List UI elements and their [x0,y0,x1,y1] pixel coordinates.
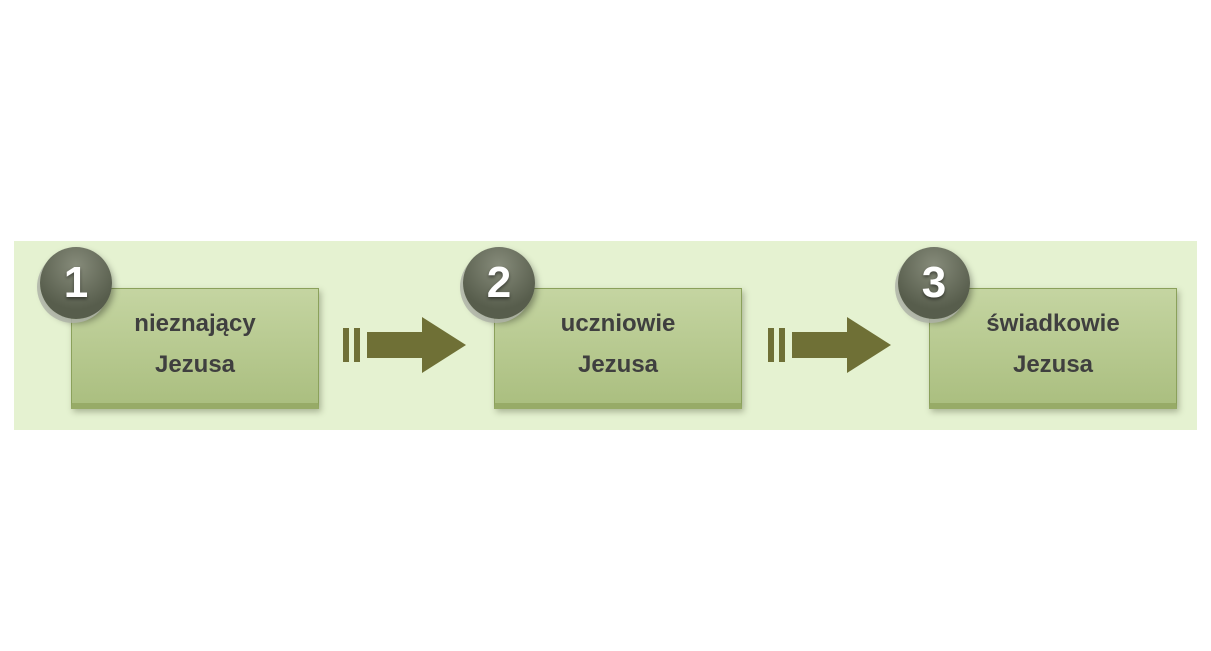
arrow-right-icon [768,317,891,373]
step-3-label-line2: Jezusa [1012,351,1094,378]
step-1-number: 1 [63,258,89,307]
step-3-box: 3 świadkowie Jezusa [898,247,1177,409]
step-3-number: 3 [921,258,947,307]
step-3-label: świadkowie Jezusa [930,303,1176,385]
step-2-number: 2 [486,258,512,307]
step-1-label-line1: nieznający [134,310,256,337]
step-2-number-badge: 2 [463,247,535,319]
step-2-box: 2 uczniowie Jezusa [463,247,742,409]
step-1-box: 1 nieznający Jezusa [40,247,319,409]
step-1-label: nieznający Jezusa [72,303,318,385]
step-3-label-line1: świadkowie [986,310,1120,337]
step-1-label-line2: Jezusa [154,351,236,378]
step-2-label-line1: uczniowie [560,310,676,337]
step-2-label-line2: Jezusa [577,351,659,378]
arrow-right-icon [343,317,466,373]
step-2-label: uczniowie Jezusa [495,303,741,385]
step-3-number-badge: 3 [898,247,970,319]
step-1-number-badge: 1 [40,247,112,319]
